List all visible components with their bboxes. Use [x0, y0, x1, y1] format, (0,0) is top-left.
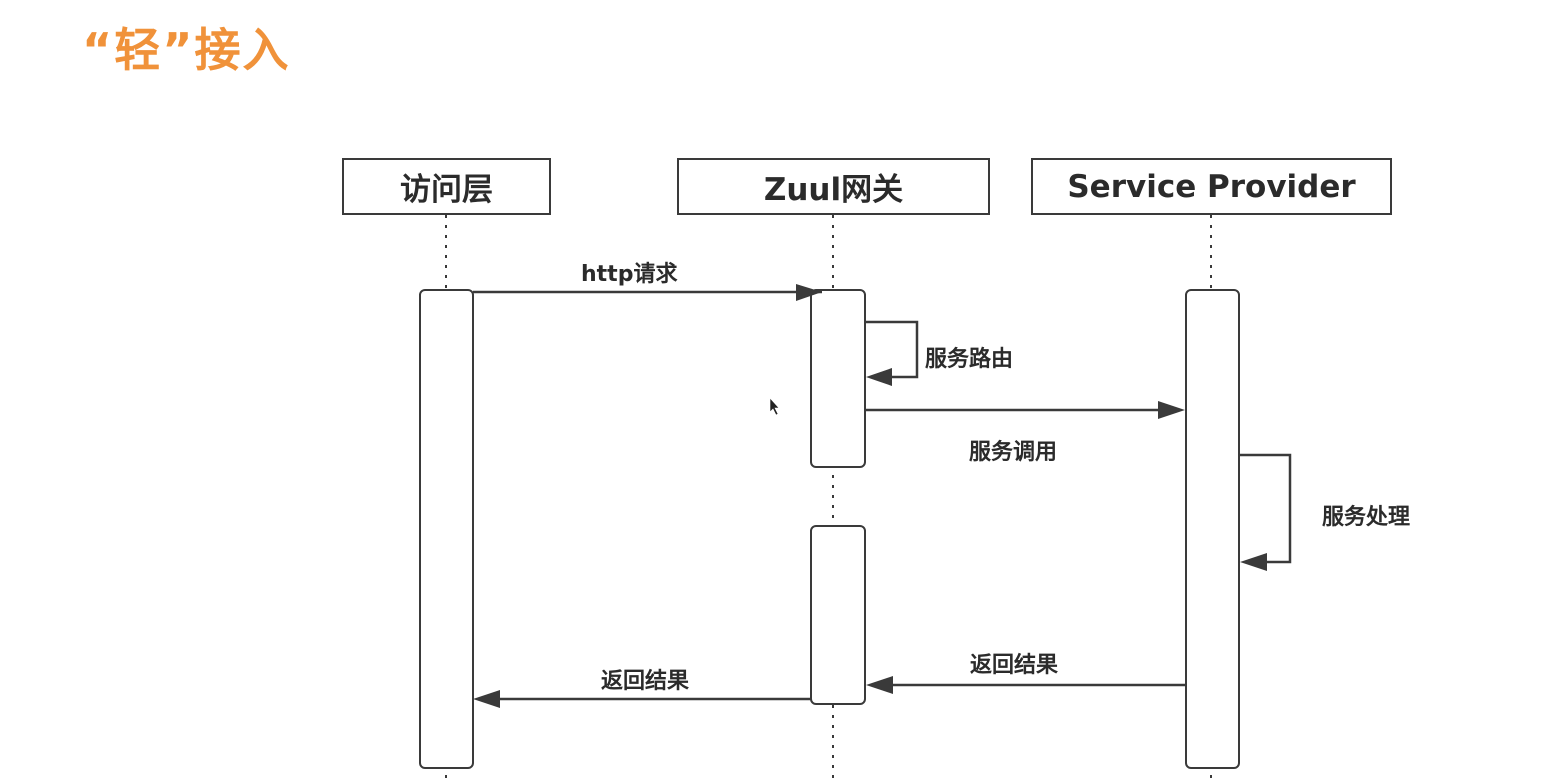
page-title: “轻”接入: [82, 23, 291, 77]
participant-service-provider: Service Provider: [1031, 158, 1392, 215]
label-service-call: 服务调用: [969, 440, 1058, 465]
arrowhead-service-call: [1158, 401, 1185, 419]
mouse-cursor-icon: [769, 397, 780, 416]
participant-zuul-gateway: Zuul网关: [677, 158, 990, 215]
activation-zuul-1: [810, 289, 866, 468]
activation-access: [419, 289, 474, 769]
arrowhead-return-gateway: [473, 690, 500, 708]
label-return-result-provider: 返回结果: [970, 653, 1059, 678]
arrowhead-service-routing: [866, 368, 892, 386]
arrowhead-service-processing: [1240, 553, 1267, 571]
arrowhead-http-request: [796, 284, 822, 301]
participant-access-label: 访问层: [400, 172, 493, 208]
participant-provider-label: Service Provider: [1067, 168, 1356, 205]
participant-zuul-label: Zuul网关: [763, 172, 904, 208]
label-return-result-gateway: 返回结果: [601, 669, 690, 694]
activation-provider: [1185, 289, 1240, 769]
label-http-request: http请求: [581, 262, 678, 287]
arrowhead-return-provider: [866, 676, 893, 694]
label-service-routing: 服务路由: [925, 347, 1014, 372]
activation-zuul-2: [810, 525, 866, 705]
arrow-service-processing: [1239, 453, 1292, 564]
arrow-service-routing: [865, 320, 919, 379]
participant-access-layer: 访问层: [342, 158, 551, 215]
label-service-processing: 服务处理: [1322, 505, 1411, 530]
